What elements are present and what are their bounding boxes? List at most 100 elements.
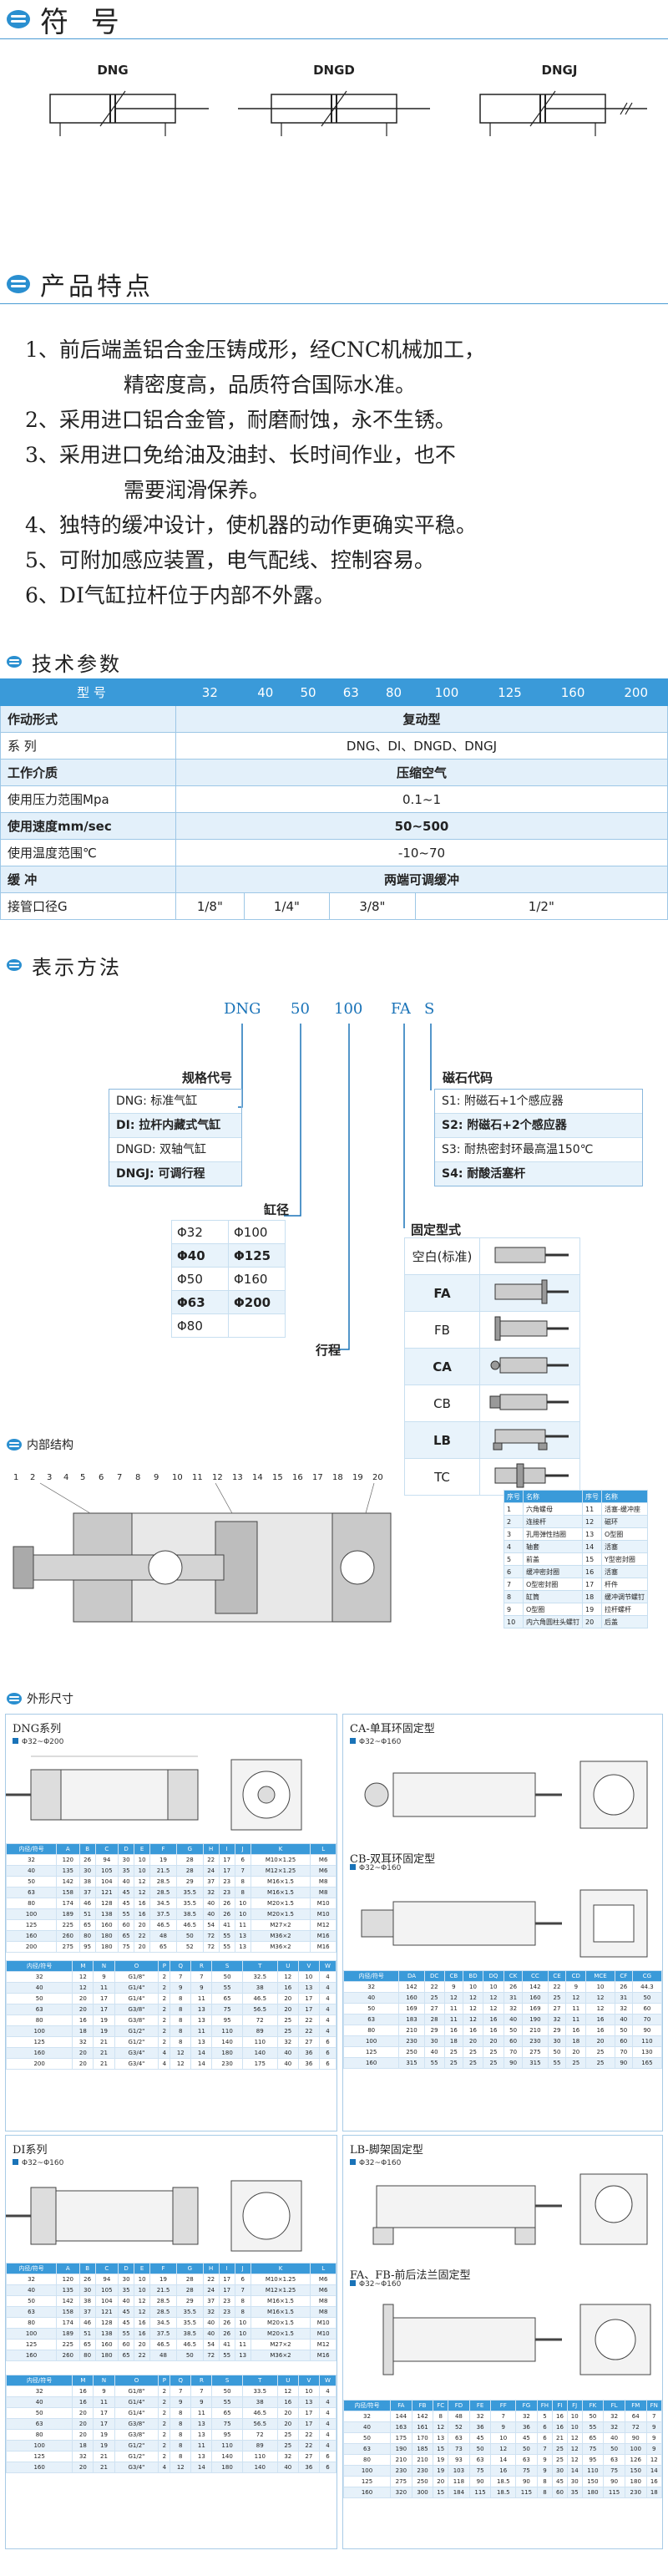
dim-cell: 26 [218,1908,235,1920]
dim-cell: 70 [614,2046,633,2058]
code-stroke: 100 [334,1000,363,1018]
dim-cell: 8 [170,2429,192,2441]
dim-cell: 72 [241,2429,278,2441]
dim-cell: 75 [118,1941,135,1953]
dim-cell: 10 [134,1854,151,1866]
panel-title: DI系列 [13,2144,48,2157]
dim-cell: G1/2" [114,2036,159,2048]
dim-cell: G3/8" [114,2418,159,2430]
dim-cell: 12 [585,2003,615,2015]
bore-cell: Φ100 [228,1220,286,1244]
spec-value: DNG、DI、DNGD、DNGJ [175,732,668,760]
dim-cell: 110 [241,2451,278,2462]
parts-cell: 3 [504,1527,524,1541]
dim-cell: 40 [276,2047,299,2059]
dim-cell: 80 [342,2025,400,2036]
dim-cell: 128 [94,1898,119,1909]
dim-cell: 180 [581,2487,605,2498]
dim-cell: 19 [93,2440,115,2452]
rear-flange-icon [494,1316,569,1340]
dim-header-cell: FH [536,2400,554,2411]
dim-header-cell: FM [624,2400,647,2411]
dim-cell: 32 [202,1887,220,1898]
dim-cell: 150 [624,2465,647,2477]
dim-header-cell: FC [433,2400,449,2411]
dim-cell: 35.5 [175,1898,204,1909]
bore-row: Φ80 [171,1313,286,1338]
panel-subtitle: Φ32~Φ200 [6,1735,337,1749]
dim-cell: 142 [56,1876,80,1888]
dim-cell: 44.3 [631,1981,663,1993]
dim-cell: 27 [423,2003,445,2015]
dim-cell: 32 [5,2385,73,2397]
mount-table: 空白(标准) FA FB CA CB LB TC [404,1237,580,1496]
dim-cell: 163 [390,2421,412,2433]
parts-cell: O型圈 [601,1527,648,1541]
dim-cell: 18 [72,2440,94,2452]
dim-cell: M27×2 [250,2339,311,2350]
dim-cell: 8 [234,1887,251,1898]
dim-header-cell: H [202,2263,220,2274]
dim-cell: 10 [585,1981,615,1993]
dim-cell: 230 [390,2465,412,2477]
dim-cell: 48 [149,2350,177,2361]
dim-cell: 160 [398,1992,425,2004]
dim-cell: 35.5 [175,2306,204,2318]
dim-cell: 13 [433,2432,449,2444]
dim-cell: 9 [93,1971,115,1983]
dim-cell: 25 [443,2046,464,2058]
dim-cell: 2 [158,2407,171,2419]
dim-cell: 2 [158,2418,171,2430]
parts-cell: 连接杆 [523,1515,583,1528]
dim-cell: 9 [645,2432,663,2444]
dim-cell: 174 [56,2317,80,2329]
spec-row: 工作介质压缩空气 [0,759,668,786]
dim-cell: 25 [552,2454,568,2466]
dim-cell: 103 [448,2465,470,2477]
dim-cell: 93 [448,2454,470,2466]
ca-dimension-drawing-icon [364,1761,648,1829]
dim-cell: 8 [170,2407,192,2419]
dim-cell: 110 [211,2440,243,2452]
parts-header-cell: 名称 [601,1490,648,1503]
dim-cell: 56.5 [241,2418,278,2430]
dim-cell: 115 [603,2487,625,2498]
parts-cell: 6 [504,1565,524,1578]
dim-cell: 230 [211,2058,243,2070]
dim-header-cell: D [118,2263,135,2274]
dim-cell: 45 [118,1887,135,1898]
svg-text:3: 3 [47,1473,52,1482]
features-header: 产品特点 [0,265,668,303]
dim-cell: 12 [170,2047,192,2059]
dim-cell: 21.5 [149,2284,177,2296]
dim-cell: 12 [134,2306,151,2318]
dim-cell: 25 [585,2057,615,2069]
dim-cell: 4 [318,2015,337,2026]
dim-cell: 40 [202,1898,220,1909]
dim-cell: 17 [297,2407,320,2419]
svg-text:11: 11 [192,1473,203,1482]
dim-cell: 40 [342,2421,392,2433]
dim-cell: M6 [310,2284,337,2296]
notation-leader-lines-icon [238,1024,432,1350]
dim-cell: 6 [318,2462,337,2473]
mount-code: 空白(标准) [404,1237,480,1275]
dim-cell: 138 [94,2328,119,2340]
spec-value: 两端可调缓冲 [175,866,668,893]
dim-header-cell: DC [423,1970,445,1982]
svg-text:20: 20 [372,1473,383,1482]
dim-cell: 65 [78,1919,96,1931]
dim-cell: 14 [566,2465,583,2477]
